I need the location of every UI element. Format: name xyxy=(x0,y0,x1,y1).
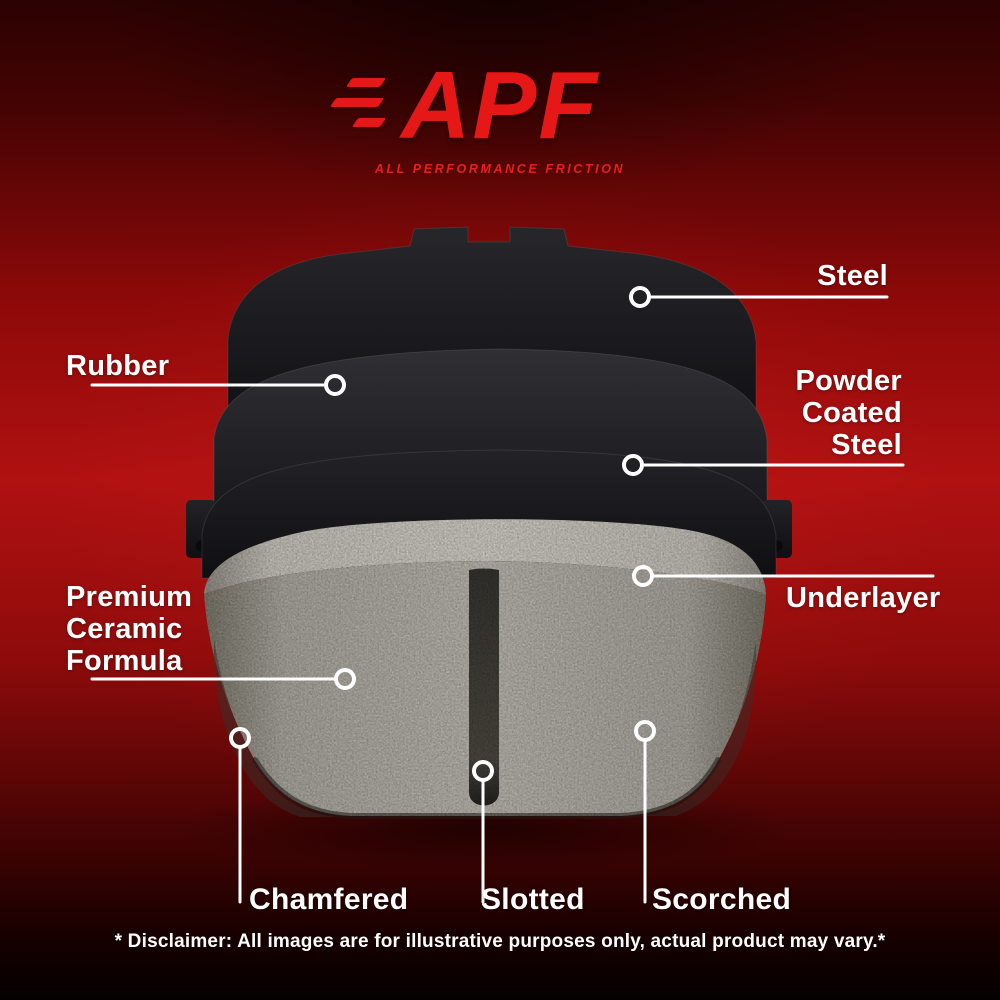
brand-logo-mark: APF xyxy=(329,58,599,154)
callout-label-scorched: Scorched xyxy=(652,883,792,916)
callout-dot-underlayer xyxy=(632,565,654,587)
callout-dot-scorched xyxy=(634,720,656,742)
brand-name: APF xyxy=(401,52,599,159)
callout-label-powder-coated-steel: Powder Coated Steel xyxy=(795,365,902,461)
callout-label-slotted: Slotted xyxy=(481,883,585,916)
ceramic-speckle-texture xyxy=(204,519,766,816)
disclaimer-text: * Disclaimer: All images are for illustr… xyxy=(114,931,886,952)
chamfer-right xyxy=(636,640,757,816)
callout-dot-steel xyxy=(629,286,651,308)
callout-dot-rubber xyxy=(324,374,346,396)
callout-label-steel: Steel xyxy=(817,260,888,292)
speed-line-icon xyxy=(345,78,387,87)
callout-label-premium-ceramic-formula: Premium Ceramic Formula xyxy=(66,581,193,677)
callout-label-rubber: Rubber xyxy=(66,350,170,382)
callout-label-chamfered: Chamfered xyxy=(249,883,409,916)
callout-dot-powder xyxy=(622,454,644,476)
callout-dot-premium xyxy=(334,668,356,690)
callout-lines xyxy=(90,295,935,904)
callout-dots xyxy=(229,286,656,782)
callout-label-underlayer: Underlayer xyxy=(786,582,941,614)
callout-dot-chamfered xyxy=(229,727,251,749)
speed-line-icon xyxy=(329,98,385,107)
speed-line-icon xyxy=(351,118,387,127)
brand-tagline: ALL PERFORMANCE FRICTION xyxy=(374,162,626,176)
brand-logo: APF ALL PERFORMANCE FRICTION xyxy=(0,58,1000,176)
callout-dot-slotted xyxy=(472,760,494,782)
